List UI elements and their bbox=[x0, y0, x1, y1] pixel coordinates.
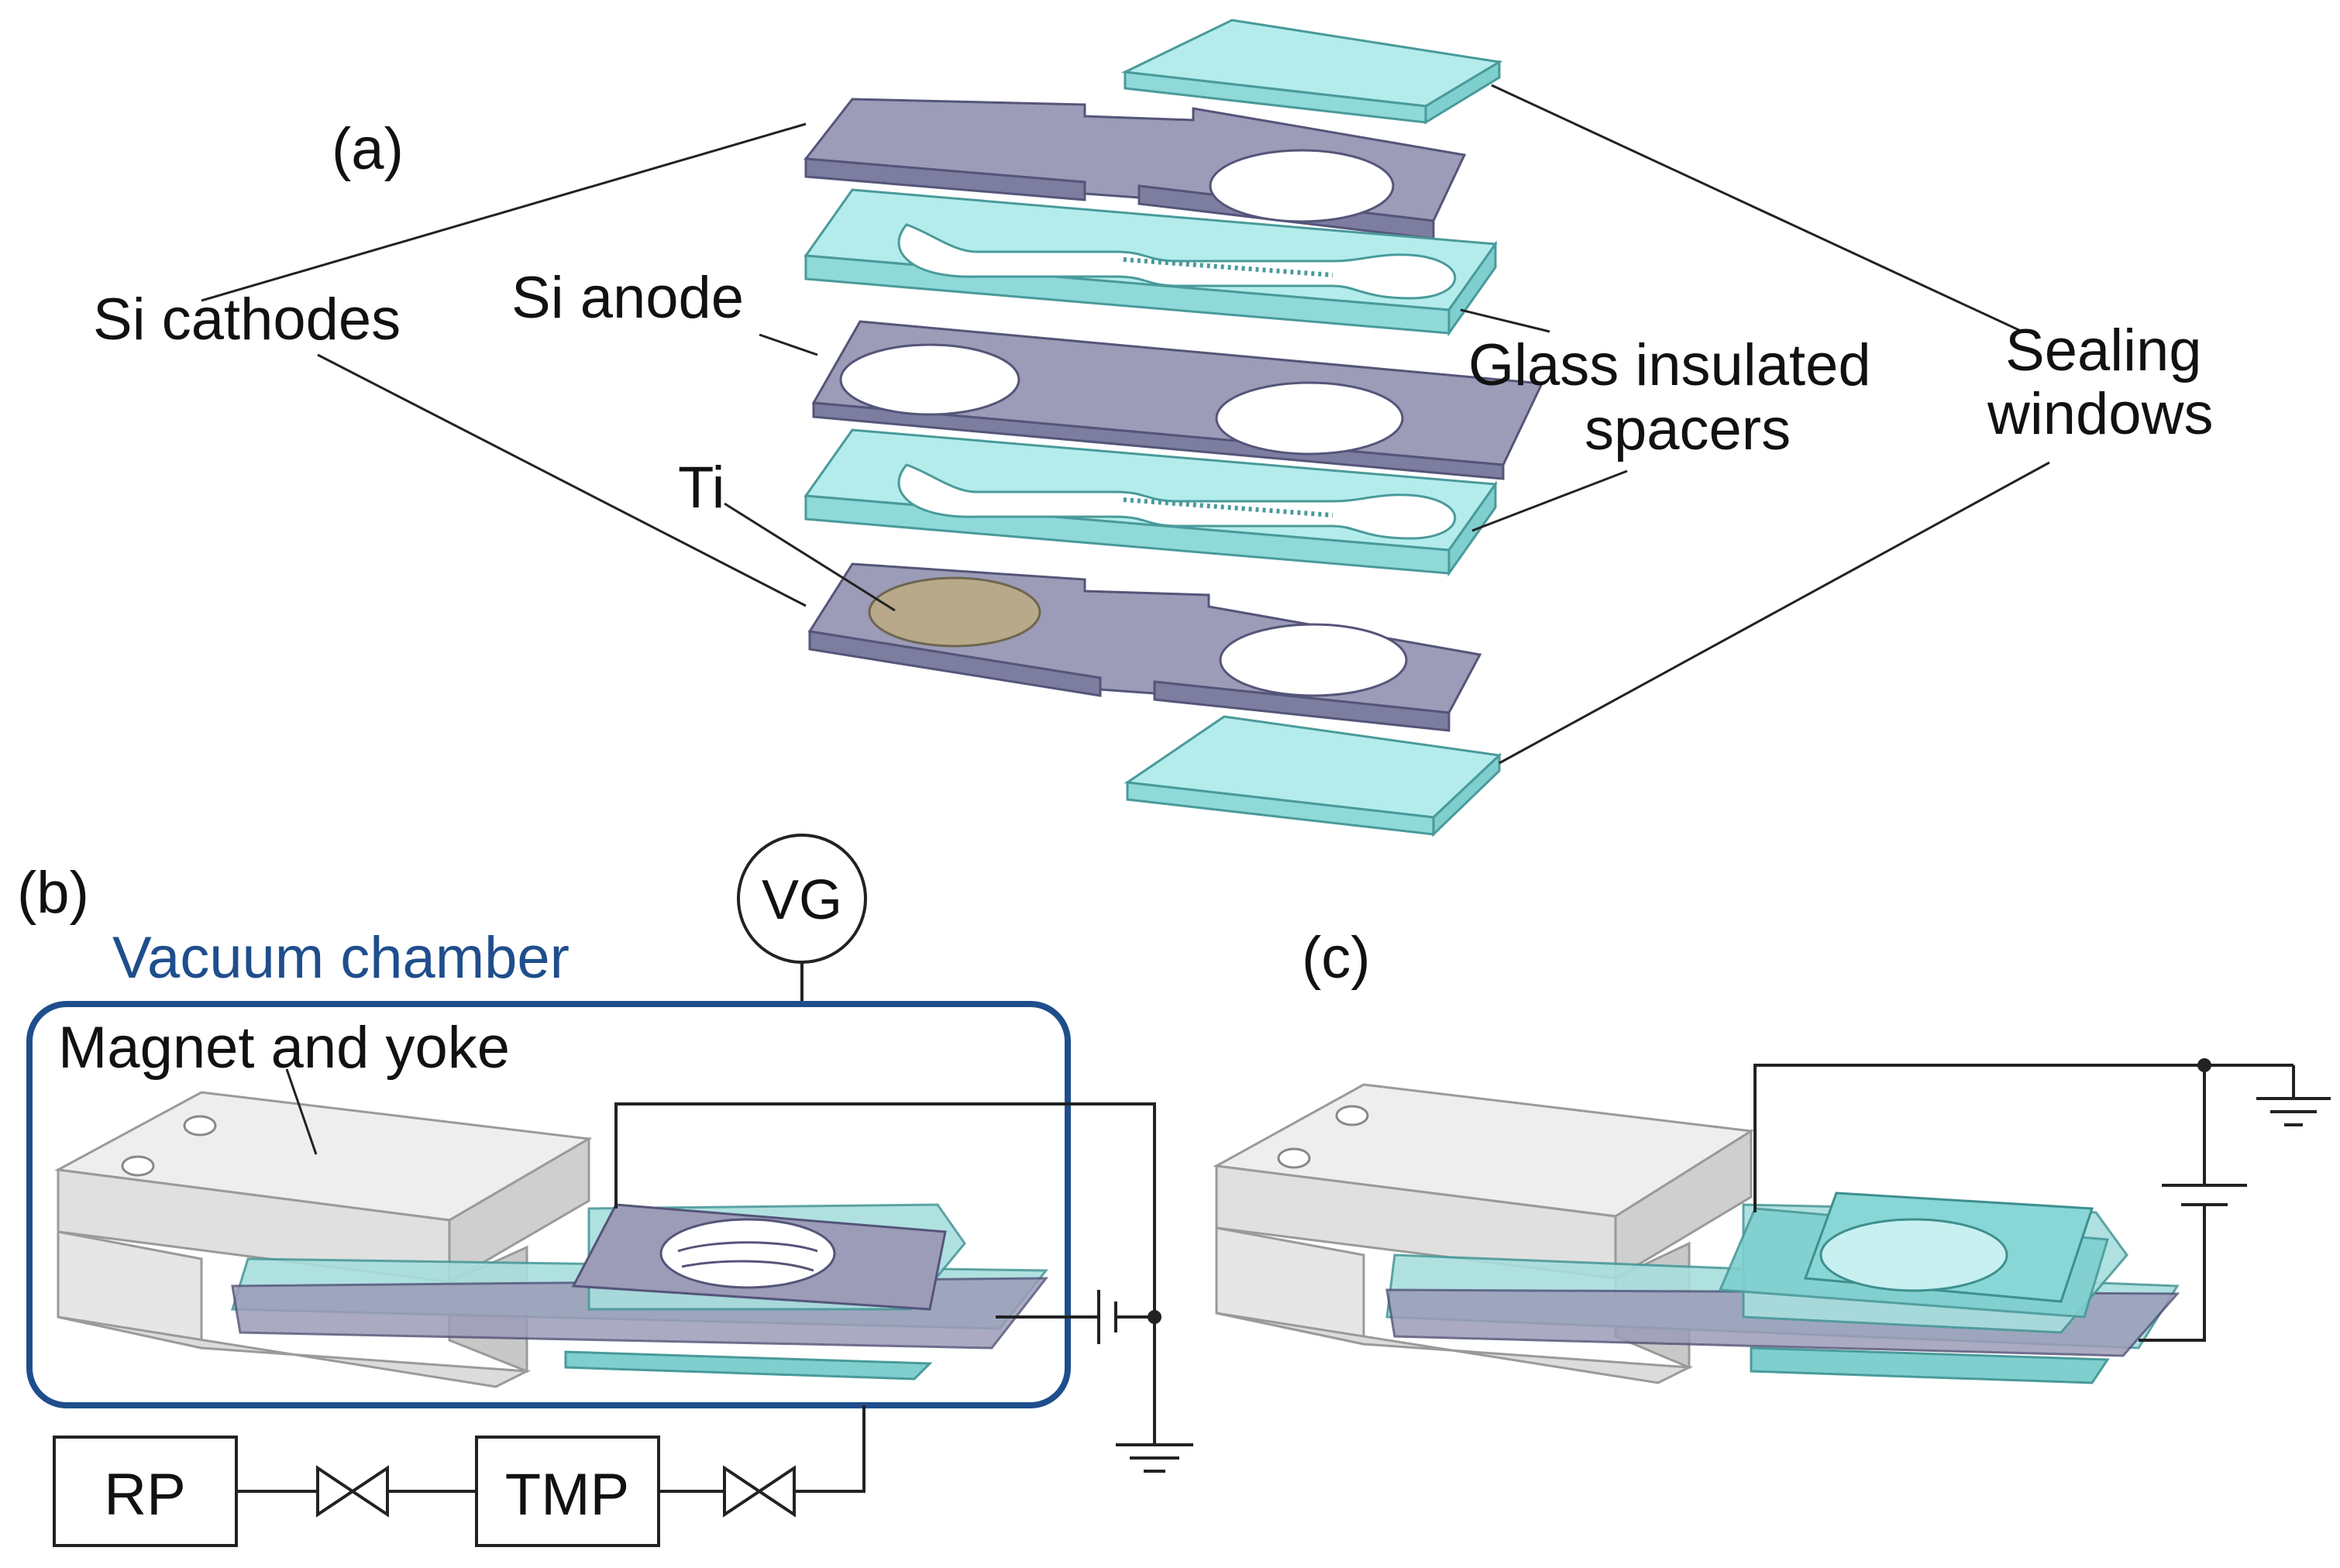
glass-spacers-label-line2: spacers bbox=[1585, 397, 1791, 462]
turbo-pump-box bbox=[475, 1436, 660, 1547]
valve-1-icon bbox=[316, 1465, 389, 1518]
si-anode-label: Si anode bbox=[511, 265, 744, 331]
magnet-yoke-c bbox=[1213, 1083, 1755, 1384]
rotary-pump-box bbox=[53, 1436, 238, 1547]
wiring-c bbox=[1753, 1064, 2331, 1342]
si-cathode-top bbox=[804, 98, 1467, 240]
panel-a-label: (a) bbox=[332, 116, 404, 182]
si-anode bbox=[811, 320, 1544, 480]
panel-c-label: (c) bbox=[1302, 925, 1371, 991]
sealing-window-top bbox=[1120, 19, 1503, 125]
magnet-yoke-b bbox=[54, 1091, 593, 1388]
sealing-windows-label-line1: Sealing bbox=[2005, 318, 2202, 383]
rp-label: RP bbox=[104, 1462, 186, 1528]
ti-disc bbox=[868, 576, 1041, 648]
magnet-leader-line bbox=[285, 1068, 318, 1155]
ti-label: Ti bbox=[678, 455, 725, 521]
panel-b-label: (b) bbox=[17, 860, 89, 926]
pump-line bbox=[236, 1405, 865, 1518]
si-cathodes-label: Si cathodes bbox=[93, 287, 401, 352]
device-stack-b bbox=[230, 1203, 1049, 1381]
vg-label: VG bbox=[762, 869, 842, 931]
device-stack-c bbox=[1385, 1191, 2180, 1384]
panel-a-leader-lines bbox=[201, 84, 2050, 765]
tmp-label: TMP bbox=[505, 1462, 629, 1528]
sealing-window-bottom bbox=[1124, 715, 1502, 837]
magnet-and-yoke-label: Magnet and yoke bbox=[58, 1015, 510, 1081]
glass-spacers-label-line1: Glass insulated bbox=[1468, 332, 1871, 398]
si-cathode-bottom bbox=[807, 562, 1482, 732]
sealing-windows-label-line2: windows bbox=[1987, 381, 2213, 447]
valve-2-icon bbox=[723, 1465, 796, 1518]
vacuum-chamber-box bbox=[26, 1001, 1071, 1408]
vacuum-chamber-label: Vacuum chamber bbox=[112, 925, 570, 991]
